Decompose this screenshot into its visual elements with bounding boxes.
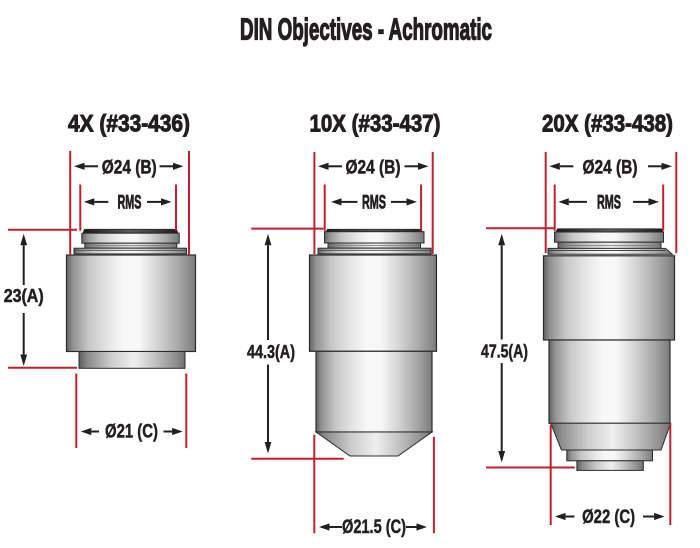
svg-text:DIN Objectives - Achromatic: DIN Objectives - Achromatic bbox=[240, 13, 492, 47]
svg-text:Ø24 (B): Ø24 (B) bbox=[346, 157, 401, 178]
svg-text:4X (#33-436): 4X (#33-436) bbox=[68, 111, 190, 138]
svg-text:20X (#33-438): 20X (#33-438) bbox=[542, 111, 673, 138]
svg-text:Ø21 (C): Ø21 (C) bbox=[105, 422, 158, 443]
svg-text:44.3(A): 44.3(A) bbox=[247, 341, 295, 362]
svg-text:Ø22 (C): Ø22 (C) bbox=[582, 507, 635, 528]
svg-text:10X (#33-437): 10X (#33-437) bbox=[310, 111, 441, 138]
svg-text:RMS: RMS bbox=[597, 192, 621, 213]
svg-text:Ø24 (B): Ø24 (B) bbox=[102, 157, 157, 178]
svg-text:RMS: RMS bbox=[118, 192, 142, 213]
svg-text:RMS: RMS bbox=[362, 192, 386, 213]
svg-text:Ø21.5 (C): Ø21.5 (C) bbox=[342, 517, 406, 538]
svg-text:Ø24 (B): Ø24 (B) bbox=[583, 157, 638, 178]
svg-text:23(A): 23(A) bbox=[4, 285, 44, 306]
svg-text:47.5(A): 47.5(A) bbox=[481, 341, 528, 362]
